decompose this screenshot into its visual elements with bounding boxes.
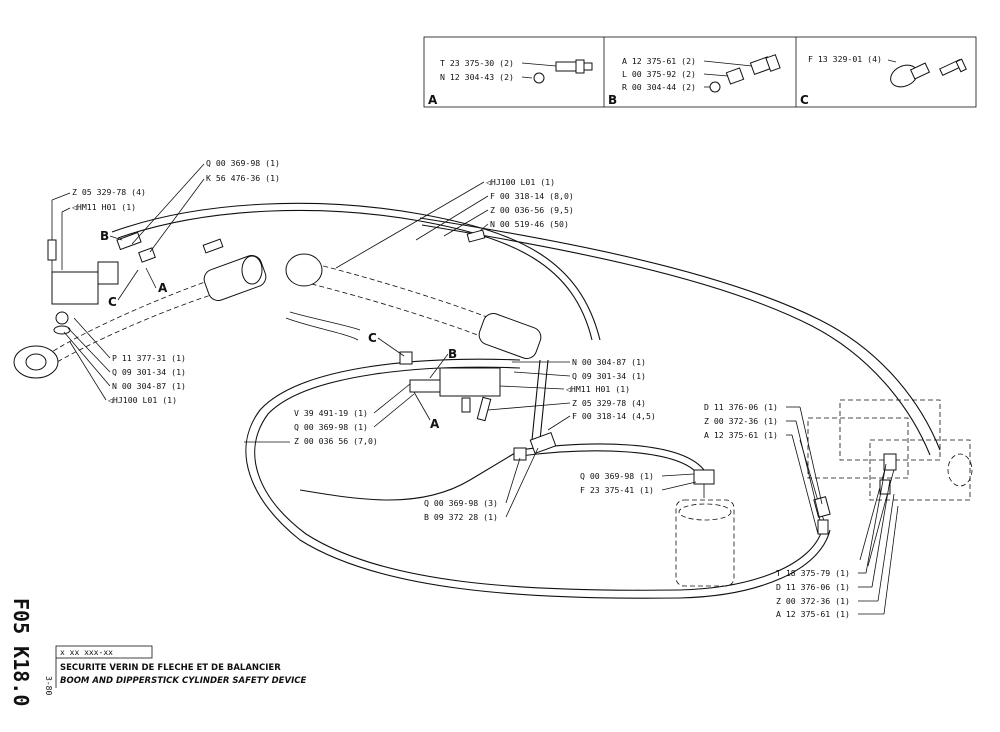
drawing-date-code: 3-80 (44, 676, 53, 695)
detail-a-part-2: N 12 304-43 (2) (440, 72, 514, 82)
callout-right-top-2: Z 00 372-36 (1) (704, 416, 778, 426)
title-french: SECURITE VERIN DE FLECHE ET DE BALANCIER (60, 663, 281, 673)
boom-cylinder-left (13, 255, 267, 379)
callout-right-bottom-3: Z 00 372-36 (1) (776, 596, 850, 606)
callout-left-bottom-1: P 11 377-31 (1) (112, 353, 186, 363)
callout-center-left-1: V 39 491-19 (1) (294, 408, 368, 418)
o-ring-icon (533, 72, 545, 84)
detail-box-b-letter: B (608, 93, 617, 107)
callout-right-bottom-1: T 18 375-79 (1) (776, 568, 850, 578)
right-pressure-fittings (799, 439, 897, 567)
callout-center-left-2: Q 00 369-98 (1) (294, 422, 368, 432)
callout-right-top-3: A 12 375-61 (1) (704, 430, 778, 440)
detail-box-a-letter: A (428, 93, 438, 107)
marker-c-left: C (108, 295, 117, 309)
callout-right-bottom-2: D 11 376-06 (1) (776, 582, 850, 592)
marker-b-left: B (100, 229, 109, 243)
callout-left-block-2: ◁HM11 H01 (1) (72, 202, 136, 212)
callout-top-center-3: Z 00 036-56 (9,5) (490, 205, 574, 215)
safety-valve-center (399, 351, 501, 422)
detail-c-part-1: F 13 329-01 (4) (808, 54, 882, 64)
marker-a-left: A (158, 281, 168, 295)
bolt-icon (939, 58, 967, 76)
detail-b-part-3: R 00 304-44 (2) (622, 82, 696, 92)
callout-right-top-1: D 11 376-06 (1) (704, 402, 778, 412)
part-number-box: x xx xxx-xx (60, 648, 113, 657)
drawing-ref-code: F05 K18.0 (9, 598, 33, 706)
callout-center-right-5: F 00 318-14 (4,5) (572, 411, 656, 421)
callout-left-top-1: Q 00 369-98 (1) (206, 158, 280, 168)
flange-fitting-icon (890, 62, 931, 88)
nipple-fitting-icon (725, 67, 745, 85)
marker-b-center: B (448, 347, 457, 361)
title-block: F05 K18.0 3-80 x xx xxx-xx SECURITE VERI… (9, 598, 306, 706)
callout-top-center-4: N 00 519-46 (50) (490, 219, 569, 229)
callout-left-bottom-4: ◁HJ100 L01 (1) (108, 395, 177, 405)
title-english: BOOM AND DIPPERSTICK CYLINDER SAFETY DEV… (60, 676, 306, 686)
callout-left-bottom-3: N 00 304-87 (1) (112, 381, 186, 391)
marker-a-center: A (430, 417, 440, 431)
callout-right-bottom-4: A 12 375-61 (1) (776, 609, 850, 619)
callout-top-center-1: ◁HJ100 L01 (1) (486, 177, 555, 187)
callout-left-bottom-2: Q 09 301-34 (1) (112, 367, 186, 377)
adapter-fitting-icon (749, 54, 781, 76)
callout-tee-1: Q 00 369-98 (3) (424, 498, 498, 508)
callout-left-top-2: K 56 476-36 (1) (206, 173, 280, 183)
union-fitting-icon (555, 59, 593, 74)
detail-b-part-1: A 12 375-61 (2) (622, 56, 696, 66)
machine-block-right (807, 399, 973, 501)
safety-valve-left (47, 239, 119, 335)
detail-b-part-2: L 00 375-92 (2) (622, 69, 696, 79)
callout-left-block-1: Z 05 329-78 (4) (72, 187, 146, 197)
tank-vessel (675, 469, 735, 587)
callout-tank-1: Q 00 369-98 (1) (580, 471, 654, 481)
callout-center-right-2: Q 09 301-34 (1) (572, 371, 646, 381)
callout-tee-2: B 09 372 28 (1) (424, 512, 498, 522)
marker-c-center: C (368, 331, 377, 345)
callout-center-left-3: Z 00 036 56 (7,0) (294, 436, 378, 446)
callout-center-right-1: N 00 304-87 (1) (572, 357, 646, 367)
boom-cylinder-center (285, 253, 542, 359)
o-ring-icon (709, 81, 721, 93)
detail-box-c-letter: C (800, 93, 809, 107)
detail-a-part-1: T 23 375-30 (2) (440, 58, 514, 68)
callout-top-center-2: F 00 318-14 (8,0) (490, 191, 574, 201)
hose-fitting-top-left (116, 231, 224, 263)
callout-tank-2: F 23 375-41 (1) (580, 485, 654, 495)
callout-center-right-4: Z 05 329-78 (4) (572, 398, 646, 408)
tee-fitting (513, 432, 557, 461)
detail-box-panel: A T 23 375-30 (2) N 12 304-43 (2) B A 12… (423, 36, 977, 108)
callout-center-right-3: ◁HM11 H01 (1) (566, 384, 630, 394)
